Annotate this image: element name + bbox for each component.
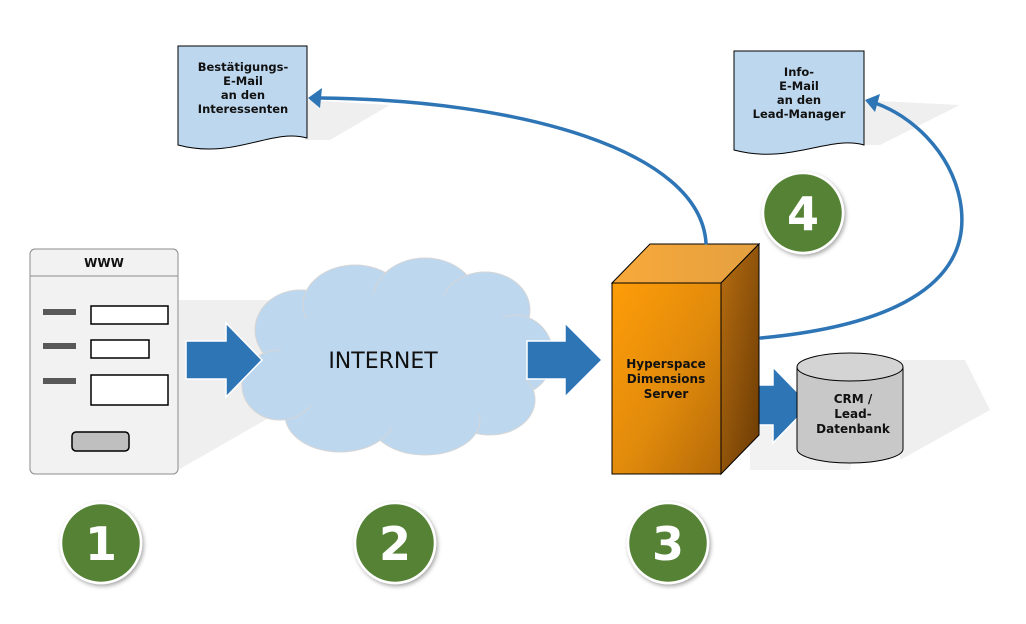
form-label-3 [43,378,76,384]
badge-circle [59,501,143,585]
curve-server-to-info-email [759,101,964,340]
browser-title: WWW [84,256,124,270]
doc1-line-1: Bestätigungs- [198,60,289,74]
internet-cloud: INTERNET [241,257,554,456]
database-shadow [900,360,990,460]
step-badge-1: 1 [59,501,143,585]
database-top [796,352,904,382]
arrow-internet-to-server [526,321,604,399]
document-confirmation-email: Bestätigungs- E-Mail an den Interessente… [177,45,308,150]
server-front-face [611,282,722,475]
form-field-2 [90,339,150,359]
arrow-browser-to-internet [185,321,264,399]
database-label-line-2: Lead- [834,407,871,421]
form-field-1 [90,305,169,325]
arrowhead-info-email [865,94,880,112]
database-label-line-1: CRM / [834,392,873,406]
database-body [796,367,904,464]
form-label-2 [43,343,76,349]
form-label-1 [43,309,76,315]
server-side-face [720,242,760,476]
step-badge-3: 3 [626,501,710,585]
step-badge-2: 2 [353,501,437,585]
document-shape [177,45,308,150]
database: CRM / Lead- Datenbank [796,352,904,464]
form-submit-button [71,431,130,452]
cloud-label: INTERNET [328,349,438,374]
doc2-line-4: Lead-Manager [753,107,846,121]
server-label-line-3: Server [644,387,689,401]
badge-circle [761,171,845,255]
badge-number: 4 [787,187,819,241]
form-field-3 [90,374,169,406]
server: Hyperspace Dimensions Server [610,242,761,476]
doc1-line-2: E-Mail [223,74,263,88]
curve-server-to-confirmation-email [318,96,708,245]
arrowhead-confirmation-email [308,88,322,108]
step-badge-4: 4 [761,171,845,255]
server-label-line-1: Hyperspace [626,357,706,371]
doc2-line-2: E-Mail [779,79,819,93]
badge-number: 2 [379,517,411,571]
browser-window: WWW [29,248,179,475]
badge-number: 3 [652,517,684,571]
badge-circle [626,501,710,585]
badge-circle [353,501,437,585]
database-label-line-3: Datenbank [816,422,891,436]
server-label-line-2: Dimensions [627,372,705,386]
badge-number: 1 [85,517,117,571]
doc1-shadow [305,100,390,140]
curved-arrows [318,96,964,340]
document-info-email: Info- E-Mail an den Lead-Manager [733,50,865,155]
doc2-line-3: an den [777,93,821,107]
doc2-line-1: Info- [784,65,814,79]
doc1-line-4: Interessenten [198,102,288,116]
doc1-line-3: an den [221,88,265,102]
document-shape [733,50,865,155]
